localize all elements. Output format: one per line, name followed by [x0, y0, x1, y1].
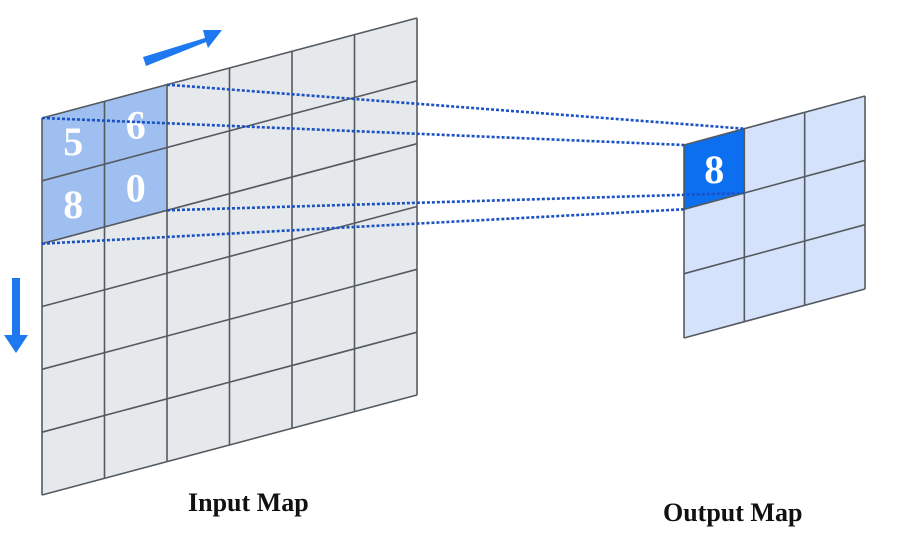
down-arrow-icon [4, 278, 28, 353]
input-grid-line [41, 205, 418, 308]
connector-line [166, 83, 745, 130]
input-map-label: Input Map [188, 488, 309, 517]
input-grid-line [41, 268, 418, 371]
output-grid-line [683, 223, 866, 275]
connector-lines [41, 83, 745, 245]
output-cell-value: 8 [704, 147, 724, 192]
output-highlight-cell [684, 128, 745, 210]
input-cell-value: 0 [126, 165, 146, 210]
input-grid-line [41, 142, 418, 245]
input-cell-value: 8 [63, 182, 83, 227]
output-map-label: Output Map [663, 498, 803, 527]
output-map-surface [684, 96, 865, 338]
input-grid-line [41, 394, 418, 496]
input-grid-line [41, 17, 418, 119]
output-grid-line [683, 159, 866, 211]
input-grid-line [41, 331, 418, 433]
output-grid-line [683, 288, 866, 339]
right-arrow-icon [143, 30, 222, 66]
input-cell-value: 5 [63, 119, 83, 164]
connector-line [41, 116, 685, 147]
connector-line [166, 191, 745, 212]
output-map: 8 [683, 95, 866, 339]
input-grid-line [41, 80, 418, 182]
input-cell-value: 6 [126, 102, 146, 147]
output-grid-line [683, 95, 866, 146]
connector-line [41, 208, 685, 245]
